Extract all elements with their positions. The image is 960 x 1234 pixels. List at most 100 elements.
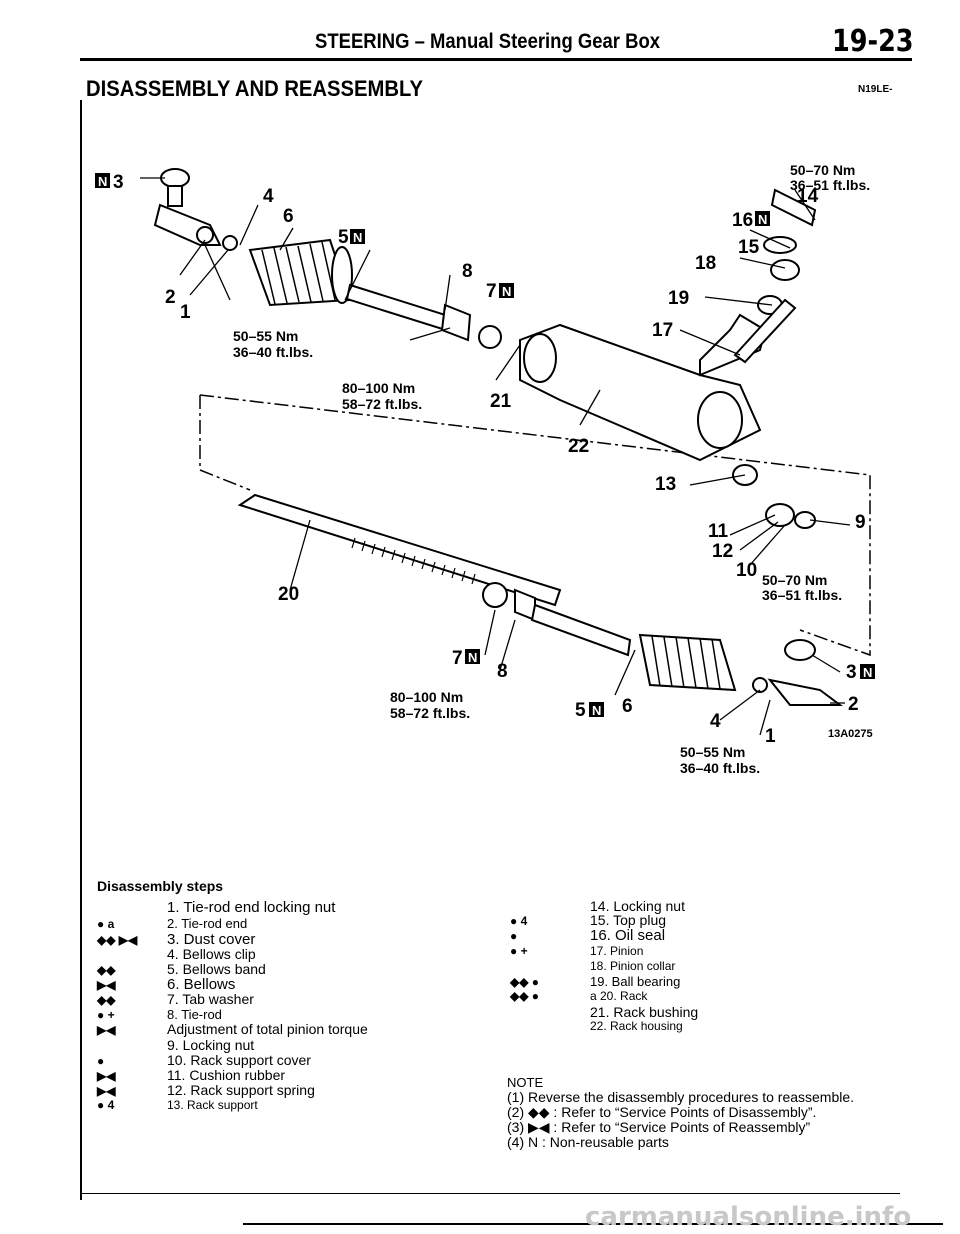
callout-13: 13 — [655, 474, 676, 495]
step-row: ●16. Oil seal — [510, 927, 666, 944]
callout-10: 10 — [736, 560, 757, 581]
nonreusable-mark: N — [95, 173, 110, 189]
callout-7-upper: 7 — [486, 281, 497, 302]
callout-6-left: 6 — [283, 206, 294, 227]
torque-2-nm: 80–100 Nm — [342, 380, 415, 396]
header-rule — [80, 58, 912, 61]
dust-cover-right — [784, 639, 816, 661]
note-line: (1) Reverse the disassembly procedures t… — [507, 1089, 855, 1105]
rack — [237, 493, 562, 607]
callout-3-left: 3 — [113, 172, 124, 193]
header-title: STEERING – Manual Steering Gear Box — [315, 30, 661, 53]
svg-text:N: N — [353, 230, 362, 245]
callout-9: 9 — [855, 512, 866, 533]
callout-5-left: 5 — [338, 227, 349, 248]
steering-gear-exploded-diagram: 3 4 6 5 2 1 8 7 21 22 14 16 15 18 19 17 … — [95, 162, 875, 776]
callout-1-left: 1 — [180, 302, 191, 323]
nonreusable-mark: N — [589, 702, 604, 718]
torque-6-nm: 50–55 Nm — [680, 744, 745, 760]
torque-5-ftlbs: 58–72 ft.lbs. — [390, 705, 470, 721]
torque-5-nm: 80–100 Nm — [390, 689, 463, 705]
bellows-right — [638, 633, 737, 692]
callout-19: 19 — [668, 288, 689, 309]
step-row: 9. Locking nut — [167, 1037, 255, 1053]
callout-4-left: 4 — [263, 186, 274, 207]
svg-text:N: N — [863, 665, 872, 680]
nonreusable-mark: N — [860, 664, 875, 680]
callout-12: 12 — [712, 541, 733, 562]
torque-1-ftlbs: 36–40 ft.lbs. — [233, 344, 313, 360]
callout-21: 21 — [490, 391, 512, 412]
figure-code: 13A0275 — [828, 728, 873, 740]
step-row: ◆◆ ▶◀3. Dust cover — [97, 931, 256, 948]
step-row: ● +17. Pinion — [510, 944, 644, 958]
callout-8-upper: 8 — [462, 261, 473, 282]
nonreusable-mark: N — [755, 211, 770, 227]
notes: NOTE (1) Reverse the disassembly procedu… — [507, 1075, 854, 1150]
svg-text:N: N — [592, 703, 601, 718]
pinion — [733, 298, 797, 364]
torque-4-nm: 50–70 Nm — [762, 572, 827, 588]
nonreusable-mark: N — [499, 283, 514, 299]
step-row: 18. Pinion collar — [590, 959, 676, 973]
torque-4-ftlbs: 36–51 ft.lbs. — [762, 587, 842, 603]
steps-heading: Disassembly steps — [97, 878, 224, 894]
step-row: ▶◀6. Bellows — [97, 976, 236, 993]
callout-2-left: 2 — [165, 287, 176, 308]
torque-6-ftlbs: 36–40 ft.lbs. — [680, 760, 760, 776]
step-row: 22. Rack housing — [590, 1019, 683, 1033]
step-row: ◆◆7. Tab washer — [97, 991, 254, 1007]
svg-text:N: N — [502, 284, 511, 299]
svg-text:N: N — [758, 212, 767, 227]
callout-6-lower: 6 — [622, 696, 633, 717]
callout-15: 15 — [738, 237, 760, 258]
rack-phantom-outline — [199, 394, 871, 657]
callout-5-lower: 5 — [575, 700, 586, 721]
step-row: ●10. Rack support cover — [97, 1052, 311, 1068]
torque-1-nm: 50–55 Nm — [233, 328, 298, 344]
note-line: (3) ▶◀ : Refer to “Service Points of Rea… — [507, 1119, 811, 1135]
callout-17: 17 — [652, 320, 673, 341]
torque-3-ftlbs: 36–51 ft.lbs. — [790, 177, 870, 193]
section-code: N19LE- — [858, 84, 893, 95]
page-number: 19-23 — [832, 24, 914, 59]
section-title: DISASSEMBLY AND REASSEMBLY — [86, 76, 424, 101]
callout-1-lower: 1 — [765, 726, 776, 747]
callout-20: 20 — [278, 584, 299, 605]
step-row: ▶◀11. Cushion rubber — [97, 1067, 286, 1083]
step-row: 4. Bellows clip — [167, 946, 256, 962]
watermark: carmanualsonline.info — [585, 1202, 912, 1232]
callout-18: 18 — [695, 253, 716, 274]
tie-rod-right — [530, 603, 632, 657]
callout-22: 22 — [568, 436, 589, 457]
callout-16: 16 — [732, 210, 753, 231]
nonreusable-mark: N — [350, 229, 365, 245]
nonreusable-mark: N — [465, 649, 480, 665]
callout-2-lower: 2 — [848, 694, 859, 715]
footer-rule — [243, 1223, 943, 1225]
torque-3-nm: 50–70 Nm — [790, 162, 855, 178]
callout-4-lower: 4 — [710, 711, 721, 732]
torque-2-ftlbs: 58–72 ft.lbs. — [342, 396, 422, 412]
callout-3-lower: 3 — [846, 662, 857, 683]
step-row: ◆◆ ●19. Ball bearing — [510, 974, 681, 989]
step-row: 1. Tie-rod end locking nut — [167, 899, 336, 916]
step-row: 21. Rack bushing — [590, 1004, 699, 1020]
notes-heading: NOTE — [507, 1075, 544, 1090]
step-row: ▶◀Adjustment of total pinion torque — [97, 1021, 368, 1037]
note-line: (2) ◆◆ : Refer to “Service Points of Dis… — [507, 1104, 817, 1120]
step-row: ◆◆ ●a 20. Rack — [510, 989, 648, 1003]
dust-cover-left — [160, 168, 190, 188]
callout-14: 14 — [797, 186, 819, 207]
note-line: (4) N : Non-reusable parts — [507, 1134, 669, 1150]
svg-text:N: N — [468, 650, 477, 665]
tie-rod-end-right — [767, 678, 843, 706]
step-row: ▶◀12. Rack support spring — [97, 1082, 315, 1098]
step-row: ● +8. Tie-rod — [97, 1007, 222, 1022]
callout-8-lower: 8 — [497, 661, 508, 682]
step-row: ◆◆5. Bellows band — [97, 961, 266, 977]
tie-rod-left — [345, 283, 457, 334]
